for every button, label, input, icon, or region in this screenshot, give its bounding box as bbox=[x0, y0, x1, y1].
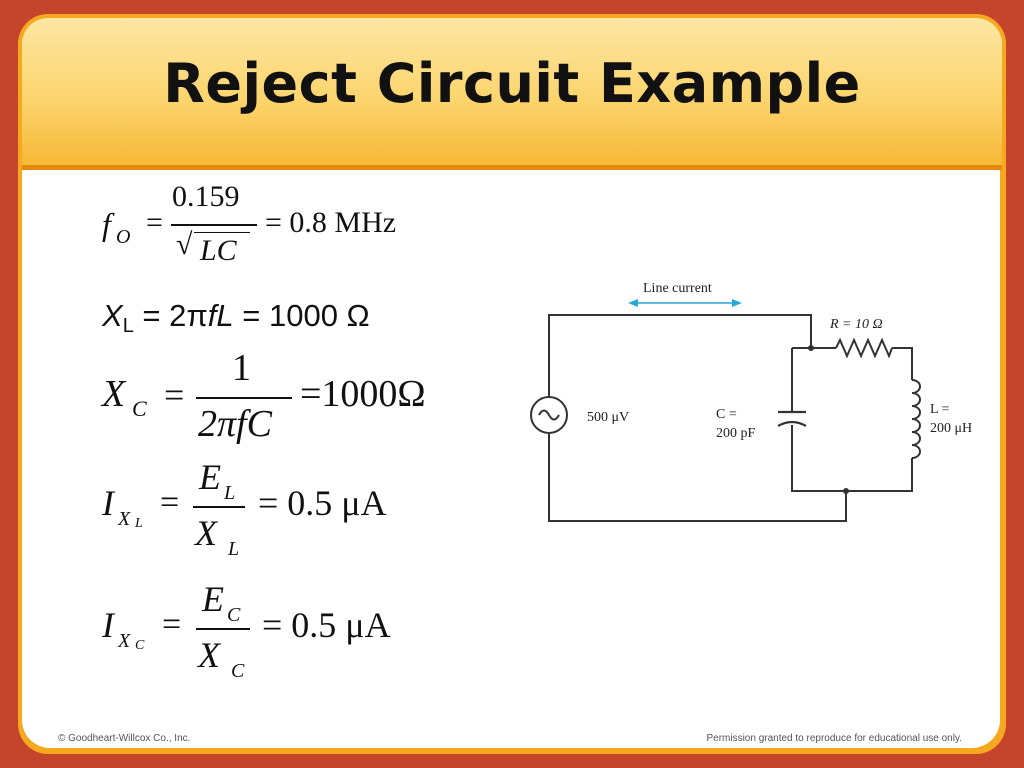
title-band bbox=[22, 18, 1002, 168]
source-label: 500 μV bbox=[587, 410, 629, 425]
ac-source-symbol bbox=[530, 396, 568, 434]
equation-inductive-reactance: XL = 2πfL = 1000 Ω bbox=[102, 298, 370, 337]
resistor-symbol bbox=[835, 337, 893, 359]
inductor-symbol bbox=[911, 379, 921, 459]
line-current-label: Line current bbox=[643, 281, 712, 296]
inductor-label-1: L = bbox=[930, 402, 950, 417]
slide-title: Reject Circuit Example bbox=[163, 52, 861, 115]
capacitor-symbol bbox=[777, 410, 807, 427]
capacitor-label-2: 200 pF bbox=[716, 426, 756, 441]
capacitor-label-1: C = bbox=[716, 407, 737, 422]
line-current-arrow bbox=[628, 299, 742, 307]
footer-copyright: © Goodheart-Willcox Co., Inc. bbox=[58, 733, 191, 744]
inductor-label-2: 200 μH bbox=[930, 421, 972, 436]
footer-permission: Permission granted to reproduce for educ… bbox=[706, 733, 962, 744]
title-underline bbox=[22, 165, 1002, 170]
content-area bbox=[22, 170, 1000, 748]
resistor-label: R = 10 Ω bbox=[829, 317, 883, 332]
